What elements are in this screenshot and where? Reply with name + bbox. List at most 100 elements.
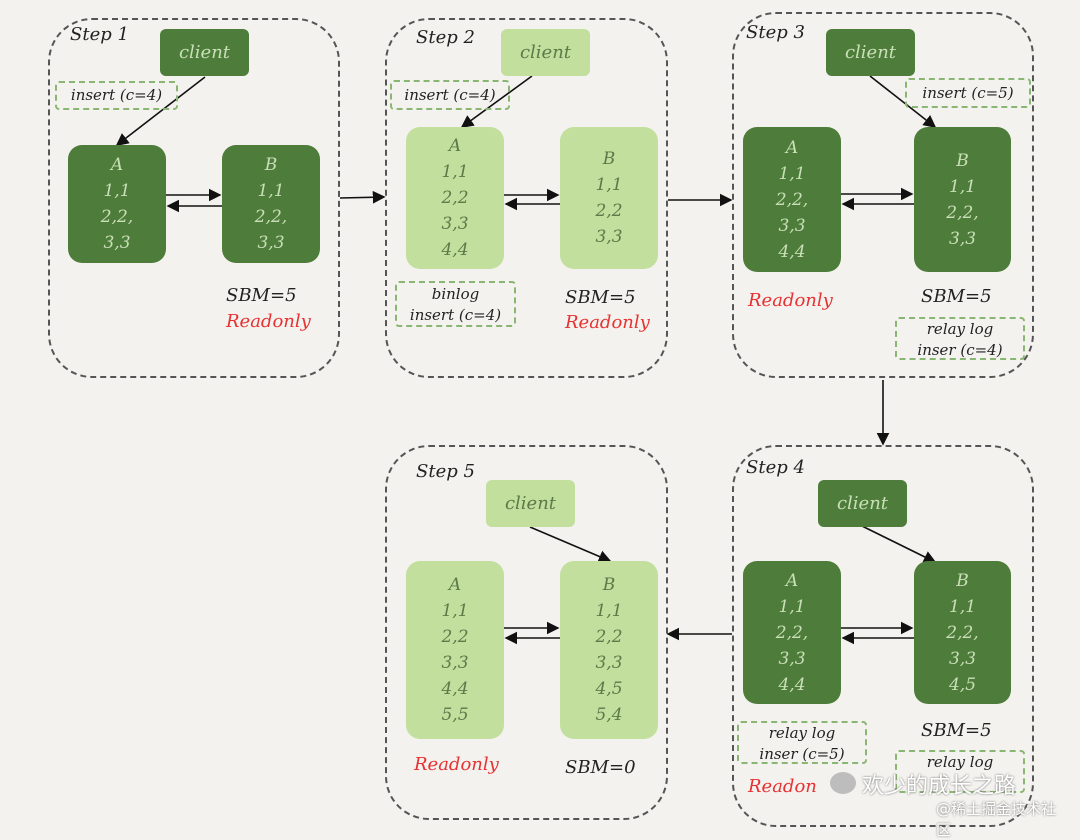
- step4-relay-note-b: relay log: [895, 750, 1025, 793]
- step2-sbm: SBM=5: [565, 287, 636, 308]
- step3-node-a: A 1,1 2,2, 3,3 4,4: [743, 127, 841, 272]
- node-name: A: [785, 570, 799, 591]
- node-name: B: [956, 570, 969, 591]
- step2-node-b: B 1,1 2,2 3,3: [560, 127, 658, 269]
- step5-title: Step 5: [416, 461, 475, 482]
- node-row: 1,1: [441, 162, 469, 182]
- step3-title: Step 3: [746, 22, 805, 43]
- node-name: A: [448, 575, 462, 595]
- relay-label: relay log: [768, 724, 836, 742]
- step4-panel: [732, 445, 1034, 827]
- step3-node-b: B 1,1 2,2, 3,3: [914, 127, 1011, 272]
- step4-relay-note-a: relay log inser (c=5): [737, 721, 867, 764]
- node-row: 1,1: [103, 181, 131, 201]
- step4-node-a: A 1,1 2,2, 3,3 4,4: [743, 561, 841, 704]
- node-row: 2,2,: [946, 622, 979, 643]
- node-row: 1,1: [778, 596, 806, 617]
- step1-node-b: B 1,1 2,2, 3,3: [222, 145, 320, 263]
- step4-sbm: SBM=5: [921, 720, 992, 741]
- node-row: 1,1: [595, 601, 623, 621]
- step3-panel: [732, 12, 1034, 378]
- binlog-entry: insert (c=4): [409, 306, 502, 324]
- step2-readonly: Readonly: [565, 312, 650, 333]
- node-row: 4,4: [778, 674, 806, 695]
- step2-binlog-note: binlog insert (c=4): [395, 281, 516, 327]
- step1-node-a: A 1,1 2,2, 3,3: [68, 145, 166, 263]
- node-name: A: [448, 136, 462, 156]
- node-row: 2,2: [441, 627, 469, 647]
- step5-panel: [385, 445, 668, 820]
- node-row: 2,2: [441, 188, 469, 208]
- node-row: 3,3: [778, 648, 806, 669]
- node-name: B: [956, 150, 969, 171]
- node-row: 2,2,: [254, 207, 288, 227]
- step2-insert-note: insert (c=4): [390, 80, 510, 110]
- step4-client: client: [818, 480, 907, 527]
- relay-entry: inser (c=4): [917, 341, 1003, 359]
- step4-node-b: B 1,1 2,2, 3,3 4,5: [914, 561, 1011, 704]
- step2-node-a: A 1,1 2,2 3,3 4,4: [406, 127, 504, 269]
- node-row: 3,3: [948, 648, 977, 669]
- node-name: A: [785, 137, 799, 158]
- step3-client: client: [826, 29, 915, 76]
- node-row: 2,2,: [775, 189, 809, 210]
- step2-panel: [385, 18, 668, 378]
- step5-readonly: Readonly: [414, 754, 499, 775]
- step5-node-a: A 1,1 2,2 3,3 4,4 5,5: [406, 561, 504, 739]
- node-row: 4,5: [595, 679, 623, 699]
- node-row: 1,1: [595, 175, 623, 195]
- node-name: A: [110, 155, 124, 175]
- node-row: 3,3: [595, 653, 623, 673]
- node-row: 3,3: [441, 653, 469, 673]
- node-row: 4,5: [948, 674, 977, 695]
- node-name: B: [602, 149, 616, 169]
- step3-relay-note: relay log inser (c=4): [895, 317, 1025, 360]
- node-name: B: [264, 155, 278, 175]
- step1-readonly: Readonly: [226, 311, 311, 332]
- step3-readonly: Readonly: [748, 290, 833, 311]
- step2-client-to-a-arrow: [460, 75, 533, 128]
- node-row: 1,1: [778, 163, 806, 184]
- node-row: 2,2,: [775, 622, 809, 643]
- watermark-line1: 欢少的成长之路: [862, 774, 1017, 799]
- node-row: 3,3: [103, 233, 131, 253]
- step5-client: client: [486, 480, 575, 527]
- node-row: 4,4: [441, 240, 469, 260]
- step1-client: client: [160, 29, 249, 76]
- step4-readonly: Readon: [748, 776, 817, 797]
- step2-client: client: [501, 29, 590, 76]
- step1-title: Step 1: [70, 24, 129, 45]
- wechat-icon: [830, 772, 856, 794]
- step1-insert-note: insert (c=4): [55, 81, 178, 110]
- node-row: 5,4: [595, 705, 623, 725]
- binlog-label: binlog: [431, 285, 480, 303]
- node-row: 1,1: [948, 176, 977, 197]
- step3-sbm: SBM=5: [921, 286, 992, 307]
- step1-client-to-a-arrow: [115, 76, 206, 146]
- relay-label: relay log: [926, 320, 994, 338]
- step1-panel: [48, 18, 340, 378]
- step2-title: Step 2: [416, 27, 475, 48]
- watermark-line2: @稀土掘金技术社区: [936, 800, 1057, 839]
- node-row: 2,2,: [946, 202, 979, 223]
- node-row: 2,2: [595, 201, 623, 221]
- step4-client-to-b-arrow: [861, 525, 937, 563]
- watermark: 欢少的成长之路 @稀土掘金技术社区: [830, 768, 1070, 839]
- node-row: 4,4: [441, 679, 469, 699]
- step3-client-to-b-arrow: [869, 75, 937, 128]
- node-name: B: [602, 575, 616, 595]
- node-row: 3,3: [595, 227, 623, 247]
- node-row: 2,2,: [100, 207, 134, 227]
- step5-sbm: SBM=0: [565, 757, 636, 778]
- node-row: 1,1: [257, 181, 285, 201]
- node-row: 1,1: [948, 596, 977, 617]
- step3-insert-note: insert (c=5): [905, 78, 1031, 108]
- node-row: 3,3: [778, 215, 806, 236]
- node-row: 3,3: [257, 233, 285, 253]
- step4-title: Step 4: [746, 457, 805, 478]
- step5-node-b: B 1,1 2,2 3,3 4,5 5,4: [560, 561, 658, 739]
- node-row: 3,3: [948, 228, 977, 249]
- node-row: 5,5: [441, 705, 469, 725]
- step1-sbm: SBM=5: [226, 285, 297, 306]
